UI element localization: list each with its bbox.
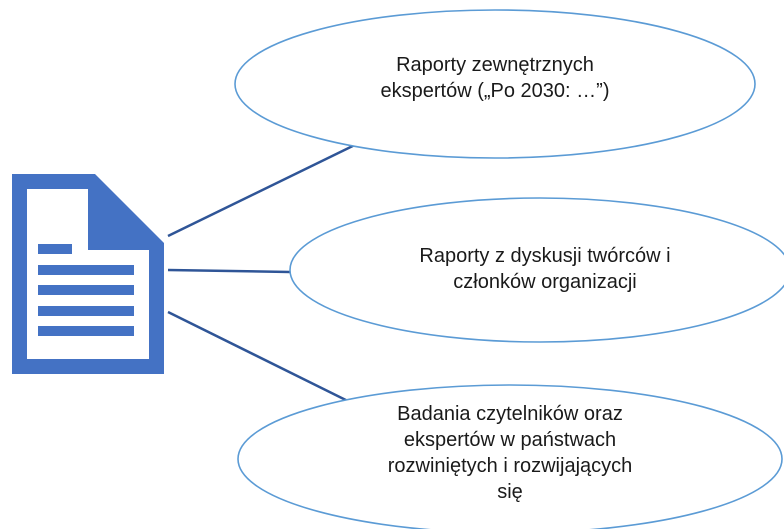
node-label-line: ekspertów („Po 2030: …”) (380, 80, 610, 102)
node-label-readers-research: Badania czytelników oraz ekspertów w pań… (320, 401, 700, 505)
document-line-3 (38, 285, 134, 295)
node-label-line: Badania czytelników oraz (397, 403, 623, 425)
ellipses (234, 9, 784, 529)
node-label-line: członków organizacji (453, 271, 637, 293)
document-line-2 (38, 265, 134, 275)
node-label-line: ekspertów w państwach (403, 429, 617, 451)
connector-creators-discussion (167, 268, 291, 274)
ellipse-external-experts (234, 9, 756, 159)
node-label-line: Raporty z dyskusji twórców i (419, 245, 671, 267)
ellipse-readers-research (237, 384, 783, 529)
document-icon (12, 174, 164, 374)
connector-readers-research (167, 310, 371, 414)
node-label-line: się (497, 481, 523, 503)
ellipse-creators-discussion (289, 197, 784, 343)
node-label-creators-discussion: Raporty z dyskusji twórców i członków or… (360, 243, 730, 295)
node-label-external-experts: Raporty zewnętrznych ekspertów („Po 2030… (300, 52, 690, 104)
document-line-4 (38, 306, 134, 316)
connector-external-experts (167, 138, 366, 238)
connectors (167, 138, 371, 414)
node-label-line: Raporty zewnętrznych (396, 54, 594, 76)
document-fold (100, 190, 148, 238)
document-line-1 (38, 244, 72, 254)
node-label-line: rozwiniętych i rozwijających (387, 455, 633, 477)
document-line-5 (38, 326, 134, 336)
